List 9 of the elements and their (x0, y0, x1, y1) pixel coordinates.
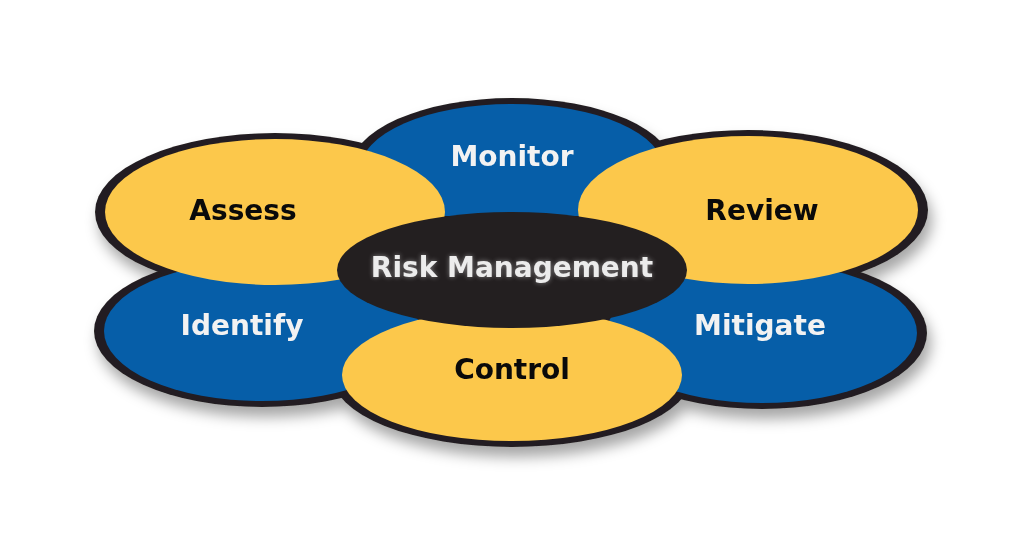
stage-label: Control (454, 356, 570, 384)
core-ellipse (337, 212, 687, 328)
stage-label: Monitor (450, 143, 574, 171)
stage-label: Mitigate (694, 312, 826, 340)
stage-label: Assess (189, 197, 297, 225)
stage-label: Identify (180, 312, 304, 340)
stage-label: Review (705, 197, 819, 225)
stage-ellipse (105, 139, 445, 285)
core-label: Risk Management (370, 254, 654, 282)
